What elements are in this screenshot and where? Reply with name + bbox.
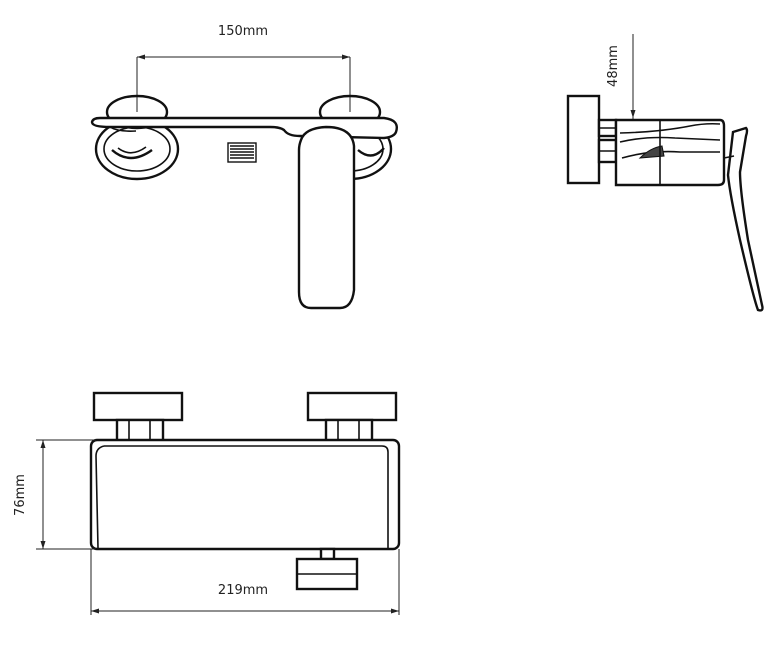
outlet-thread — [227, 142, 257, 163]
dimension-76mm: 76mm — [13, 439, 96, 550]
front-mixer-body — [89, 438, 401, 551]
top-view: 150mm — [90, 24, 398, 310]
front-outlet — [295, 547, 359, 591]
dimension-150mm: 150mm — [136, 24, 351, 112]
dimension-label-76mm: 76mm — [13, 474, 28, 516]
front-view: 76mm 219mm — [13, 391, 401, 615]
side-view: 48mm — [566, 34, 764, 312]
dimension-label-150mm: 150mm — [218, 24, 268, 39]
dimension-label-48mm: 48mm — [606, 45, 621, 87]
side-lever — [723, 126, 764, 312]
dimension-219mm: 219mm — [90, 549, 400, 615]
front-left-cap — [92, 391, 184, 446]
dimension-label-219mm: 219mm — [218, 583, 268, 598]
front-right-cap — [306, 391, 398, 446]
side-wall-flange — [566, 94, 601, 185]
lever-handle-top — [297, 125, 356, 310]
side-mixer-body — [614, 118, 726, 187]
side-connector — [597, 118, 618, 164]
dimension-48mm: 48mm — [606, 34, 636, 186]
